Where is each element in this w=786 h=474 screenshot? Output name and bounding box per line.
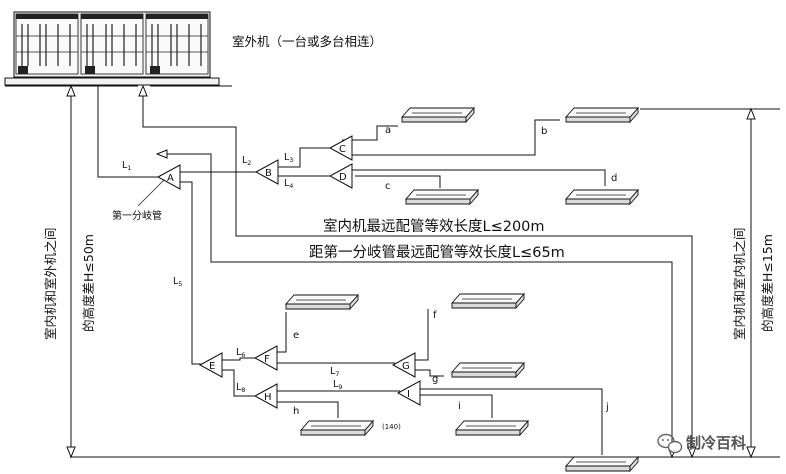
branch-joint-I: I bbox=[396, 380, 421, 406]
svg-text:h: h bbox=[293, 406, 299, 417]
indoor-unit-f: f bbox=[433, 293, 525, 321]
height-indoor-indoor-line2: 的高度差H≤15m bbox=[760, 234, 775, 332]
svg-text:D: D bbox=[339, 172, 347, 183]
branch-joint-C: C bbox=[328, 135, 353, 161]
segment-L1: L1 bbox=[122, 160, 131, 172]
segment-L6: L6 bbox=[236, 347, 245, 359]
segment-L8: L8 bbox=[236, 382, 245, 394]
svg-text:c: c bbox=[385, 181, 391, 192]
branch-joint-A: A bbox=[156, 164, 181, 190]
svg-text:I: I bbox=[407, 389, 410, 400]
indoor-unit-g: g bbox=[432, 362, 525, 385]
height-dimension-indoor-indoor bbox=[746, 107, 756, 459]
branch-joint-H: H bbox=[253, 383, 278, 409]
unit-h-capacity-note: (140) bbox=[382, 423, 401, 431]
max-equivalent-length-label: 室内机最远配管等效长度L≤200m bbox=[323, 217, 545, 235]
indoor-unit-i: i bbox=[455, 401, 529, 436]
segment-L9: L9 bbox=[333, 379, 342, 391]
indoor-unit-b: b bbox=[541, 107, 639, 137]
height-dimension-outdoor-indoor bbox=[66, 84, 76, 459]
outdoor-unit-label: 室外机（一台或多台相连） bbox=[232, 34, 382, 49]
wechat-icon bbox=[657, 433, 683, 454]
indoor-unit-j: j bbox=[565, 402, 639, 472]
svg-text:A: A bbox=[167, 173, 174, 184]
branch-joint-D: D bbox=[328, 163, 353, 189]
watermark-text: 制冷百科 bbox=[686, 434, 746, 452]
outdoor-unit-icon bbox=[4, 11, 220, 86]
svg-text:i: i bbox=[458, 401, 461, 412]
svg-text:g: g bbox=[432, 374, 438, 385]
first-branch-label: 第一分岐管 bbox=[112, 209, 162, 222]
indoor-unit-a: a bbox=[385, 107, 475, 136]
svg-text:H: H bbox=[264, 392, 272, 403]
segment-L7: L7 bbox=[330, 366, 339, 378]
svg-text:C: C bbox=[339, 144, 346, 155]
branch-joint-F: F bbox=[253, 345, 278, 371]
segment-L2: L2 bbox=[242, 155, 251, 167]
segment-L3: L3 bbox=[284, 152, 293, 164]
first-branch-equivalent-length-label: 距第一分岐管最远配管等效长度L≤65m bbox=[309, 243, 565, 261]
svg-text:b: b bbox=[541, 126, 547, 137]
svg-text:B: B bbox=[265, 168, 272, 179]
branch-joint-G: G bbox=[391, 352, 416, 378]
branch-joint-E: E bbox=[198, 352, 223, 378]
main-piping bbox=[97, 86, 606, 455]
height-outdoor-indoor-line1: 室内机和室外机之间 bbox=[43, 227, 58, 340]
indoor-unit-c: c bbox=[385, 181, 479, 205]
svg-text:a: a bbox=[385, 125, 391, 136]
height-indoor-indoor-line1: 室内机和室内机之间 bbox=[732, 227, 747, 340]
svg-text:E: E bbox=[209, 361, 215, 372]
height-outdoor-indoor-line2: 的高度差H≤50m bbox=[81, 234, 96, 332]
indoor-unit-h: h (140) bbox=[293, 406, 401, 436]
svg-text:e: e bbox=[293, 330, 299, 341]
svg-text:F: F bbox=[264, 354, 270, 365]
svg-text:d: d bbox=[611, 173, 617, 184]
watermark: 制冷百科 bbox=[657, 433, 746, 454]
max-length-guide bbox=[138, 84, 697, 459]
segment-L5: L5 bbox=[173, 276, 182, 288]
indoor-unit-e: e bbox=[285, 294, 359, 341]
segment-L4: L4 bbox=[284, 178, 293, 190]
indoor-unit-d: d bbox=[565, 173, 639, 205]
svg-text:f: f bbox=[433, 310, 437, 321]
svg-text:G: G bbox=[402, 361, 410, 372]
svg-text:j: j bbox=[605, 402, 609, 413]
branch-joint-B: B bbox=[254, 159, 279, 185]
